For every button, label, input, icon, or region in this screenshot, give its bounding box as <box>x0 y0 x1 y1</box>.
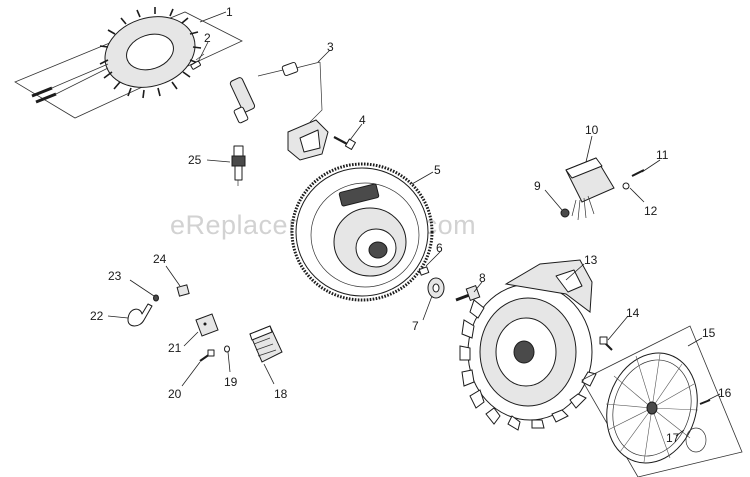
callout-6: 6 <box>436 241 443 255</box>
part-screw-4 <box>333 136 356 150</box>
callout-19: 19 <box>224 375 238 389</box>
callout-5: 5 <box>434 163 441 177</box>
callout-20: 20 <box>168 387 182 401</box>
callout-18: 18 <box>274 387 288 401</box>
part-washer-7 <box>427 277 445 299</box>
part-clip-22 <box>127 303 153 327</box>
callout-1: 1 <box>226 5 233 19</box>
callout-4: 4 <box>359 113 366 127</box>
part-key <box>418 266 430 276</box>
part-screw-14 <box>599 336 613 351</box>
part-fan <box>459 259 597 431</box>
callout-2: 2 <box>204 31 211 45</box>
leader-lines <box>107 11 721 437</box>
part-bolt-8 <box>455 285 481 302</box>
callout-21: 21 <box>168 341 182 355</box>
part-ignition-module <box>229 61 329 161</box>
part-screw-2 <box>190 53 205 70</box>
part-stator <box>14 7 243 119</box>
callout-8: 8 <box>479 271 486 285</box>
callout-12: 12 <box>644 204 658 218</box>
callout-15: 15 <box>702 326 716 340</box>
part-bracket-21 <box>195 313 219 337</box>
callout-24: 24 <box>153 252 167 266</box>
part-terminal-24 <box>176 284 190 297</box>
callout-14: 14 <box>626 306 640 320</box>
callout-11: 11 <box>656 148 669 162</box>
callout-22: 22 <box>90 309 104 323</box>
part-grass-screen <box>581 325 743 477</box>
callout-7: 7 <box>412 319 419 333</box>
part-ring-19 <box>224 345 230 353</box>
callout-16: 16 <box>718 386 732 400</box>
callout-13: 13 <box>584 253 598 267</box>
callout-labels: 1 2 3 4 5 6 7 8 9 10 11 12 13 14 15 16 1… <box>90 5 732 445</box>
callout-10: 10 <box>585 123 599 137</box>
part-connector-18 <box>249 325 283 363</box>
callout-3: 3 <box>327 40 334 54</box>
callout-17: 17 <box>666 431 680 445</box>
part-spark-plug <box>231 145 246 186</box>
part-flywheel <box>290 162 434 302</box>
callout-9: 9 <box>534 179 541 193</box>
callout-23: 23 <box>108 269 122 283</box>
part-nut-23 <box>153 294 159 302</box>
callout-25: 25 <box>188 153 202 167</box>
part-screw-20 <box>199 349 215 362</box>
